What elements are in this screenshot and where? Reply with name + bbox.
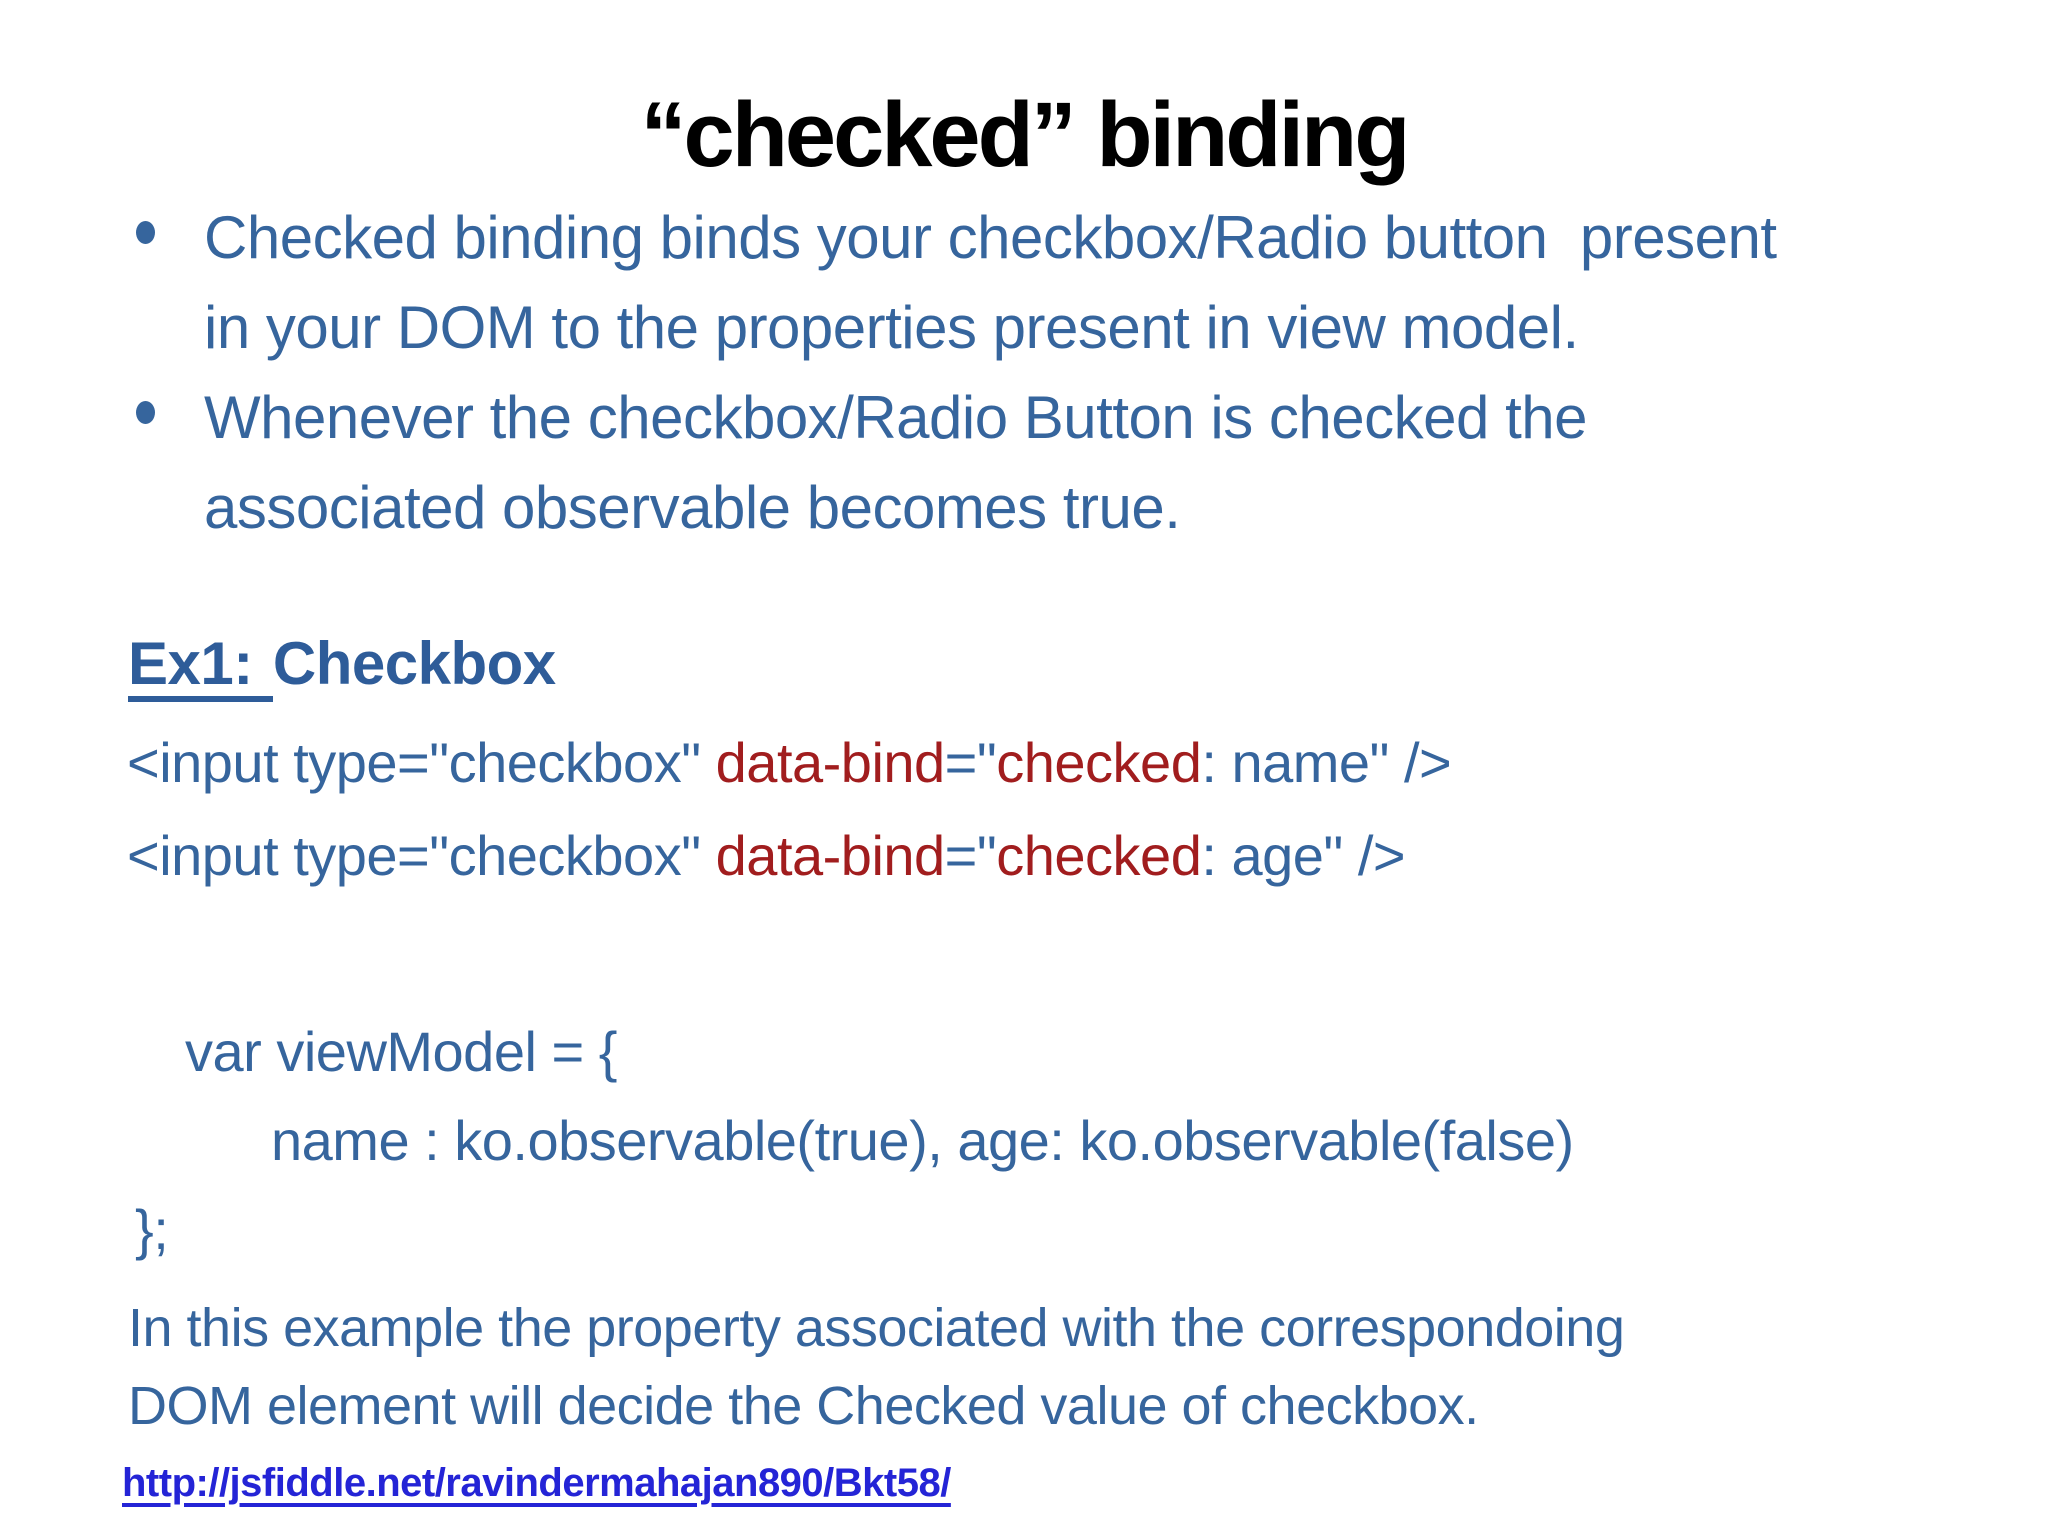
code-line: <input type="checkbox" data-bind="checke… [127,716,1452,809]
code-segment: =" [944,731,997,794]
example-heading: Ex1: Checkbox [128,634,556,702]
jsfiddle-link[interactable]: http://jsfiddle.net/ravindermahajan890/B… [122,1461,951,1505]
bullet-item: Whenever the checkbox/Radio Button is ch… [128,373,1988,553]
closing-line: In this example the property associated … [128,1298,1625,1358]
bullet-icon [136,401,155,424]
viewmodel-line: }; [135,1198,169,1261]
bullet-line: Checked binding binds your checkbox/Radi… [204,204,1777,271]
bullet-line: associated observable becomes true. [204,474,1181,541]
code-block: <input type="checkbox" data-bind="checke… [127,716,1452,902]
bullet-item: Checked binding binds your checkbox/Radi… [128,193,1988,373]
code-segment: : age" /> [1201,824,1406,887]
code-segment: checked [996,731,1202,794]
bullet-icon [136,221,155,244]
code-segment: <input type="checkbox" [127,824,701,887]
closing-paragraph: In this example the property associated … [128,1289,1988,1445]
bullet-line: Whenever the checkbox/Radio Button is ch… [204,384,1587,451]
viewmodel-block: var viewModel = { name : ko.observable(t… [127,1007,1574,1274]
code-segment: <input type="checkbox" [127,731,701,794]
example-name: Checkbox [272,630,556,697]
example-label: Ex1: [128,634,273,702]
code-segment: checked [996,824,1202,887]
code-line: <input type="checkbox" data-bind="checke… [127,809,1451,902]
code-segment: =" [944,824,997,887]
viewmodel-line: var viewModel = { [185,1020,617,1083]
page-title: “checked” binding [640,84,1411,186]
bullet-line: in your DOM to the properties present in… [204,294,1579,361]
bullet-list: Checked binding binds your checkbox/Radi… [128,193,1988,553]
closing-line: DOM element will decide the Checked valu… [128,1376,1479,1436]
code-segment: data-bind [700,731,946,794]
code-segment: : name" /> [1201,731,1452,794]
viewmodel-line: name : ko.observable(true), age: ko.obse… [271,1109,1574,1172]
code-segment: data-bind [700,824,946,887]
